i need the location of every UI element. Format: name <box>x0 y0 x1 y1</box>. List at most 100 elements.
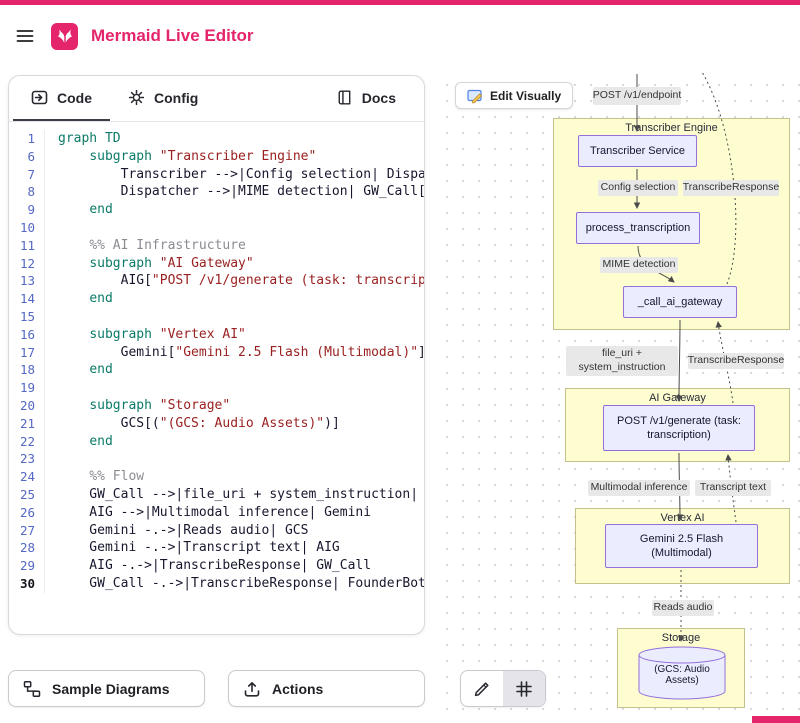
line-number: 14 <box>9 290 45 308</box>
code-text <box>45 219 424 237</box>
code-line[interactable]: 15 <box>9 307 424 326</box>
code-text: end <box>89 433 113 449</box>
code-line[interactable]: 29 AIG -.->|TranscribeResponse| GW_Call <box>9 557 424 575</box>
node-gemini: Gemini 2.5 Flash (Multimodal) <box>605 524 758 568</box>
code-line[interactable]: 14 end <box>9 290 424 308</box>
code-text: Gemini["Gemini 2.5 Flash (Multimodal)"] <box>58 344 424 360</box>
edge-label-transcribe-response-a: TranscribeResponse <box>683 180 779 196</box>
sample-diagrams-label: Sample Diagrams <box>52 680 170 697</box>
code-text <box>45 379 424 397</box>
code-line[interactable]: 19 <box>9 379 424 397</box>
edge-label-reads-audio: Reads audio <box>652 600 714 616</box>
line-number: 15 <box>9 307 45 326</box>
code-line[interactable]: 13 AIG["POST /v1/generate (task: transcr… <box>9 272 424 291</box>
edge-label-transcribe-response-b: TranscribeResponse <box>688 353 784 369</box>
app-header: Mermaid Live Editor <box>0 5 800 67</box>
code-line[interactable]: 20 subgraph "Storage" <box>9 396 424 415</box>
edge-label-multimodal-inference: Multimodal inference <box>588 480 690 496</box>
brand-bottom-strip <box>752 716 800 723</box>
code-line[interactable]: 21 GCS[("(GCS: Audio Assets)")] <box>9 414 424 433</box>
code-line[interactable]: 16 subgraph "Vertex AI" <box>9 325 424 344</box>
subgraph-transcriber-engine-title: Transcriber Engine <box>625 122 718 134</box>
line-number: 22 <box>9 432 45 451</box>
tab-docs-label: Docs <box>361 89 396 106</box>
code-text: end <box>89 291 113 307</box>
line-number: 12 <box>9 254 45 273</box>
code-text <box>45 308 424 326</box>
node-transcriber-service: Transcriber Service <box>578 135 697 167</box>
code-text: end <box>89 202 113 218</box>
line-number: 25 <box>9 485 45 504</box>
code-line[interactable]: 22 end <box>9 432 424 451</box>
code-text: subgraph "Vertex AI" <box>89 326 246 342</box>
view-tools <box>460 670 546 707</box>
code-line[interactable]: 11 %% AI Infrastructure <box>9 236 424 255</box>
code-line[interactable]: 24 %% Flow <box>9 468 424 486</box>
diagram-canvas[interactable]: Edit Visually Transcriber Engine AI Gate… <box>432 70 800 723</box>
node-gcs-cylinder: (GCS: Audio Assets) <box>637 645 727 701</box>
grid-toggle-button[interactable] <box>503 671 545 706</box>
line-number: 29 <box>9 557 45 575</box>
node-gcs-label: (GCS: Audio Assets) <box>654 664 710 686</box>
tab-code-label: Code <box>57 89 92 106</box>
code-text <box>45 450 424 468</box>
tab-code[interactable]: Code <box>13 76 110 121</box>
actions-label: Actions <box>272 680 324 697</box>
book-icon <box>338 90 351 105</box>
line-number: 17 <box>9 343 45 362</box>
edge-label-transcript-text: Transcript text <box>695 480 771 496</box>
mermaid-logo-icon <box>57 29 72 43</box>
code-line[interactable]: 6 subgraph "Transcriber Engine" <box>9 147 424 166</box>
code-text: Dispatcher -->|MIME detection| GW_Call["… <box>58 184 424 200</box>
code-text: subgraph "AI Gateway" <box>89 255 254 271</box>
code-line[interactable]: 30 GW_Call -.->|TranscribeResponse| Foun… <box>9 574 424 593</box>
edit-visually-button[interactable]: Edit Visually <box>455 82 574 109</box>
tab-config[interactable]: Config <box>110 76 216 121</box>
code-line[interactable]: 18 end <box>9 361 424 380</box>
line-number: 23 <box>9 450 45 469</box>
code-line[interactable]: 26 AIG -->|Multimodal inference| Gemini <box>9 503 424 522</box>
code-line[interactable]: 8 Dispatcher -->|MIME detection| GW_Call… <box>9 183 424 202</box>
line-number: 9 <box>9 201 45 219</box>
code-line[interactable]: 27 Gemini -.->|Reads audio| GCS <box>9 521 424 540</box>
mermaid-logo[interactable] <box>51 22 78 50</box>
subgraph-storage-title: Storage <box>661 632 701 644</box>
cylinder-icon <box>638 646 726 700</box>
node-process-transcription: process_transcription <box>576 212 700 244</box>
edge-label-file-uri: file_uri + system_instruction <box>566 346 678 376</box>
line-number: 27 <box>9 521 45 540</box>
actions-button[interactable]: Actions <box>228 670 425 707</box>
code-line[interactable]: 12 subgraph "AI Gateway" <box>9 254 424 273</box>
code-text: Gemini -.->|Transcript text| AIG <box>58 540 340 556</box>
pan-edit-tool-button[interactable] <box>461 671 503 706</box>
code-text: GW_Call -->|file_uri + system_instructio… <box>58 486 424 502</box>
hamburger-icon <box>16 30 34 42</box>
actions-icon <box>244 681 260 697</box>
code-text: graph TD <box>58 131 121 146</box>
code-line[interactable]: 17 Gemini["Gemini 2.5 Flash (Multimodal)… <box>9 343 424 362</box>
sample-diagrams-button[interactable]: Sample Diagrams <box>8 670 205 707</box>
line-number: 19 <box>9 379 45 397</box>
grid-icon <box>516 680 532 697</box>
line-number: 21 <box>9 414 45 433</box>
gear-icon <box>128 89 145 106</box>
code-line[interactable]: 7 Transcriber -->|Config selection| Disp… <box>9 165 424 184</box>
code-line[interactable]: 23 <box>9 450 424 469</box>
tab-docs[interactable]: Docs <box>319 76 414 121</box>
hamburger-menu-button[interactable] <box>12 23 38 49</box>
line-number: 30 <box>9 574 45 593</box>
node-call-ai-gateway: _call_ai_gateway <box>623 286 737 318</box>
sample-diagrams-icon <box>23 680 41 697</box>
code-line[interactable]: 9 end <box>9 201 424 219</box>
code-text: AIG -.->|TranscribeResponse| GW_Call <box>58 558 372 574</box>
code-line[interactable]: 28 Gemini -.->|Transcript text| AIG <box>9 539 424 558</box>
line-number: 18 <box>9 361 45 380</box>
code-line[interactable]: 10 <box>9 218 424 237</box>
edit-visually-label: Edit Visually <box>490 88 562 103</box>
code-line[interactable]: 25 GW_Call -->|file_uri + system_instruc… <box>9 485 424 504</box>
line-number: 11 <box>9 236 45 255</box>
